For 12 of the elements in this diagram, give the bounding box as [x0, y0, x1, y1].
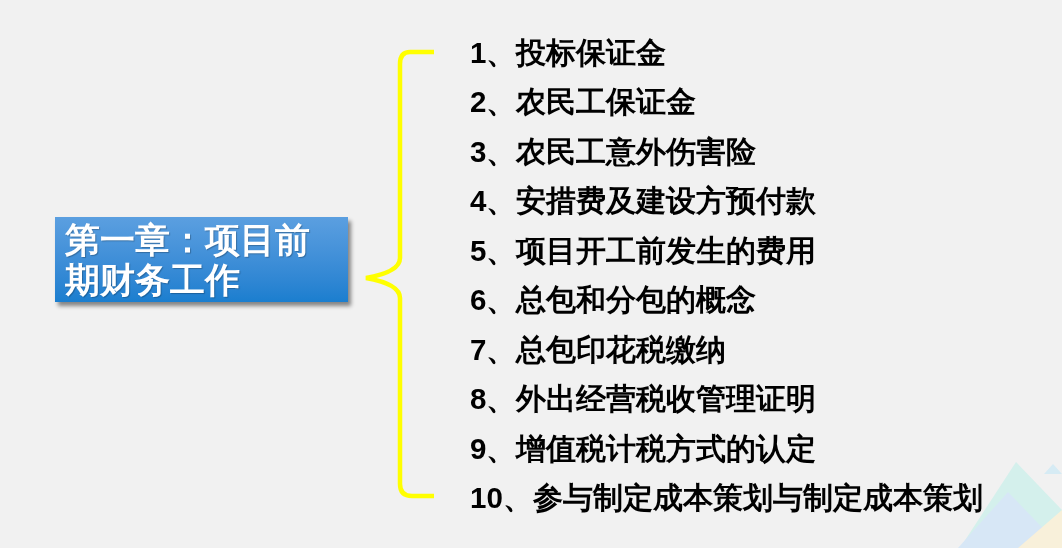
list-item-text: 2、农民工保证金	[470, 84, 697, 121]
list-item-text: 4、安措费及建设方预付款	[470, 183, 817, 220]
list-item-text: 7、总包印花税缴纳	[470, 331, 727, 368]
list-item-text: 10、参与制定成本策划与制定成本策划	[470, 480, 983, 517]
chapter-title-text: 第一章：项目前期财务工作	[65, 219, 311, 300]
list-item-text: 3、农民工意外伤害险	[470, 133, 757, 170]
list-item-text: 1、投标保证金	[470, 34, 667, 71]
list-item-text: 8、外出经营税收管理证明	[470, 381, 817, 418]
list-item-text: 9、增值税计税方式的认定	[470, 430, 817, 467]
chapter-title-box	[55, 217, 348, 302]
list-item-text: 5、项目开工前发生的费用	[470, 232, 817, 269]
list-item-text: 6、总包和分包的概念	[470, 282, 757, 319]
